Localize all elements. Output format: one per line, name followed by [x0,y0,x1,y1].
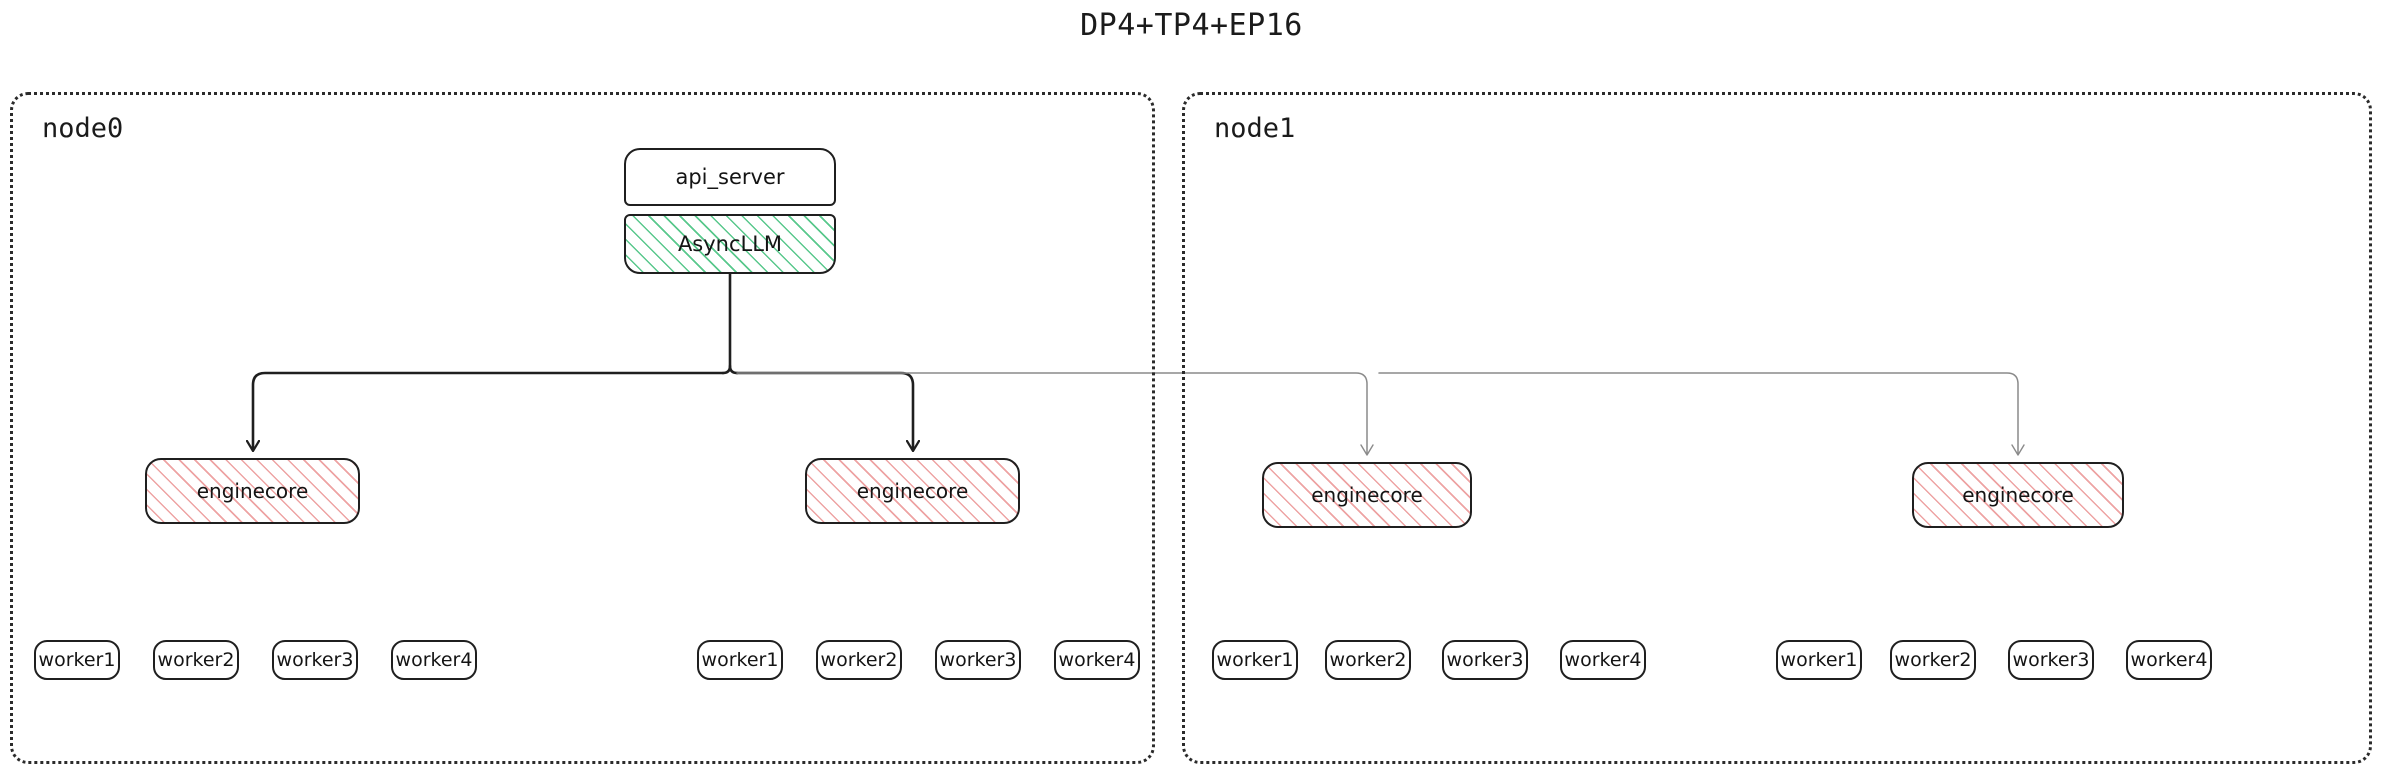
enginecore-node-n1-0[interactable]: enginecore [1262,462,1472,528]
worker-node-n0-g1-3[interactable]: worker4 [1054,640,1140,680]
worker-node-n1-g1-1[interactable]: worker2 [1890,640,1976,680]
worker-label: worker2 [1329,648,1407,671]
worker-label: worker4 [1058,648,1136,671]
worker-node-n0-g1-1[interactable]: worker2 [816,640,902,680]
enginecore-label: enginecore [856,479,969,503]
worker-label: worker4 [1564,648,1642,671]
worker-node-n1-g0-0[interactable]: worker1 [1212,640,1298,680]
asyncllm-label: AsyncLLM [677,231,783,256]
subgraph-node0-label: node0 [42,113,124,144]
worker-node-n0-g1-2[interactable]: worker3 [935,640,1021,680]
worker-node-n1-g1-3[interactable]: worker4 [2126,640,2212,680]
page-title: DP4+TP4+EP16 [1080,8,1303,43]
worker-label: worker3 [2012,648,2090,671]
enginecore-node-n0-0[interactable]: enginecore [145,458,360,524]
api-server-node[interactable]: api_server [624,148,836,206]
worker-node-n1-g0-2[interactable]: worker3 [1442,640,1528,680]
worker-label: worker3 [1446,648,1524,671]
enginecore-node-n0-1[interactable]: enginecore [805,458,1020,524]
worker-node-n0-g0-2[interactable]: worker3 [272,640,358,680]
worker-node-n0-g1-0[interactable]: worker1 [697,640,783,680]
enginecore-label: enginecore [196,479,309,503]
worker-label: worker2 [1894,648,1972,671]
worker-node-n1-g0-3[interactable]: worker4 [1560,640,1646,680]
api-server-label: api_server [675,164,785,189]
worker-label: worker1 [1780,648,1858,671]
subgraph-node1-label: node1 [1214,113,1296,144]
worker-node-n1-g0-1[interactable]: worker2 [1325,640,1411,680]
worker-label: worker1 [38,648,116,671]
worker-label: worker2 [820,648,898,671]
worker-label: worker3 [276,648,354,671]
worker-node-n0-g0-1[interactable]: worker2 [153,640,239,680]
worker-label: worker3 [939,648,1017,671]
worker-node-n0-g0-3[interactable]: worker4 [391,640,477,680]
asyncllm-node[interactable]: AsyncLLM [624,214,836,274]
enginecore-label: enginecore [1962,483,2074,507]
worker-label: worker1 [1216,648,1294,671]
worker-label: worker4 [2130,648,2208,671]
worker-label: worker2 [157,648,235,671]
worker-node-n1-g1-2[interactable]: worker3 [2008,640,2094,680]
enginecore-label: enginecore [1311,483,1423,507]
worker-label: worker4 [395,648,473,671]
worker-node-n1-g1-0[interactable]: worker1 [1776,640,1862,680]
worker-label: worker1 [701,648,779,671]
enginecore-node-n1-1[interactable]: enginecore [1912,462,2124,528]
worker-node-n0-g0-0[interactable]: worker1 [34,640,120,680]
